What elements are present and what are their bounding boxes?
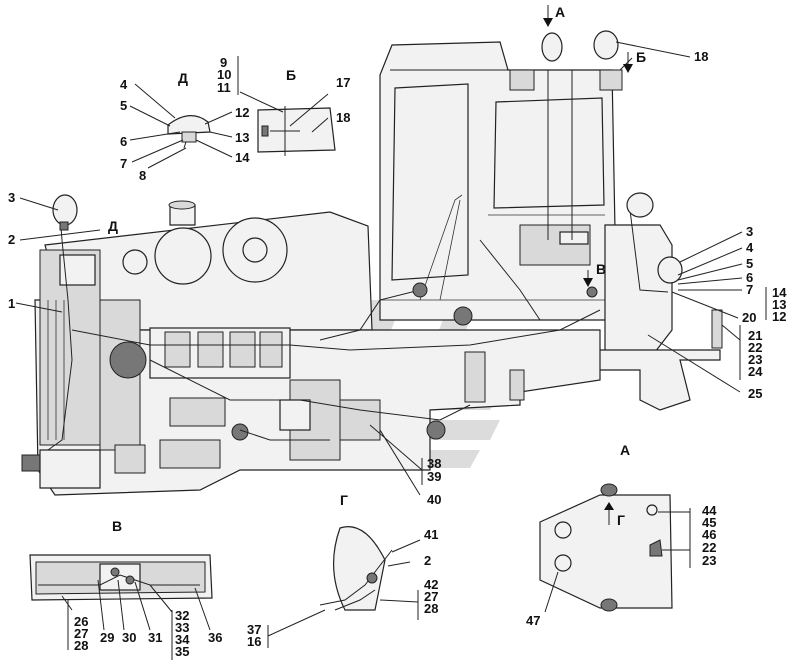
callout-27-g: 27 <box>424 589 438 604</box>
callout-44: 44 <box>702 503 717 518</box>
callout-31: 31 <box>148 630 162 645</box>
callout-42: 42 <box>424 577 438 592</box>
callout-18-main: 18 <box>694 49 708 64</box>
callout-22-a: 22 <box>702 540 716 555</box>
detail-view-v <box>29 554 213 660</box>
view-a-title: А <box>620 442 630 458</box>
view-v-arrow-label: В <box>596 261 606 277</box>
view-g-arrow-label: Г <box>617 512 625 528</box>
callout-13-right: 13 <box>772 297 786 312</box>
callout-9: 9 <box>220 55 227 70</box>
callout-3-left: 3 <box>8 190 15 205</box>
view-a-arrow-label: А <box>555 4 565 20</box>
callout-12-right: 12 <box>772 309 786 324</box>
callout-14-right: 14 <box>772 285 787 300</box>
callout-34: 34 <box>175 632 190 647</box>
view-b-title: Б <box>286 67 296 83</box>
callout-17: 17 <box>336 75 350 90</box>
callout-4-d: 4 <box>120 77 128 92</box>
callout-5-d: 5 <box>120 98 127 113</box>
callout-23-a: 23 <box>702 553 716 568</box>
callout-35: 35 <box>175 644 189 659</box>
callout-39: 39 <box>427 469 441 484</box>
callout-6-d: 6 <box>120 134 127 149</box>
callout-11: 11 <box>217 80 231 95</box>
callout-12-d: 12 <box>235 105 249 120</box>
callout-18-b: 18 <box>336 110 350 125</box>
callout-45: 45 <box>702 515 716 530</box>
callout-46: 46 <box>702 527 716 542</box>
callout-2-left: 2 <box>8 232 15 247</box>
callout-16: 16 <box>247 634 261 649</box>
callout-26: 26 <box>74 614 88 629</box>
tractor-main-view <box>21 30 723 496</box>
callout-8-d: 8 <box>139 168 146 183</box>
callout-5-right: 5 <box>746 256 753 271</box>
detail-view-d <box>129 83 233 169</box>
callout-28-g: 28 <box>424 601 438 616</box>
callout-27-v: 27 <box>74 626 88 641</box>
detail-view-a <box>539 483 691 613</box>
callout-25: 25 <box>748 386 762 401</box>
callout-2-g: 2 <box>424 553 431 568</box>
callout-6-right: 6 <box>746 270 753 285</box>
callout-37: 37 <box>247 622 261 637</box>
leader-lines <box>15 5 767 496</box>
callout-30: 30 <box>122 630 136 645</box>
callout-29: 29 <box>100 630 114 645</box>
callout-7-right: 7 <box>746 282 753 297</box>
callout-28-v: 28 <box>74 638 88 653</box>
callout-3-right: 3 <box>746 224 753 239</box>
callout-20: 20 <box>742 310 756 325</box>
callout-4-right: 4 <box>746 240 754 255</box>
callout-33: 33 <box>175 620 189 635</box>
callout-1: 1 <box>8 296 15 311</box>
callout-10: 10 <box>217 67 231 82</box>
callout-36: 36 <box>208 630 222 645</box>
view-v-title: В <box>112 518 122 534</box>
callout-38: 38 <box>427 456 441 471</box>
callout-40: 40 <box>427 492 441 507</box>
callout-41: 41 <box>424 527 438 542</box>
callout-7-d: 7 <box>120 156 127 171</box>
detail-view-g <box>267 526 421 648</box>
view-d-arrow-label: Д <box>108 218 118 234</box>
view-d-title: Д <box>178 70 188 86</box>
view-g-title: Г <box>340 492 348 508</box>
detail-view-b <box>237 56 336 156</box>
callout-23-right: 23 <box>748 352 762 367</box>
callout-14-d: 14 <box>235 150 250 165</box>
callout-47: 47 <box>526 613 540 628</box>
callout-21: 21 <box>748 328 762 343</box>
callout-32: 32 <box>175 608 189 623</box>
callout-22-right: 22 <box>748 340 762 355</box>
callout-24: 24 <box>748 364 763 379</box>
view-b-arrow-label: Б <box>636 49 646 65</box>
callout-13-d: 13 <box>235 130 249 145</box>
